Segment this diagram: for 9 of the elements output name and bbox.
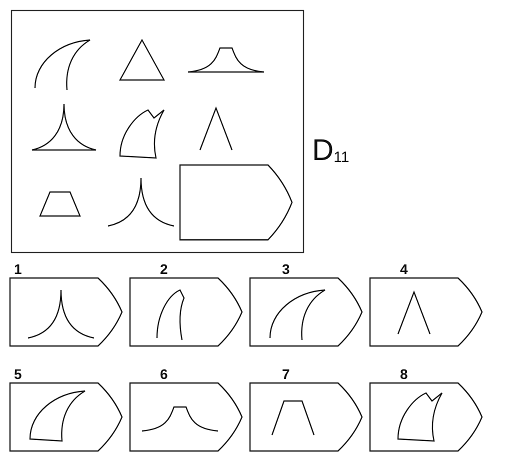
option-number: 1 xyxy=(14,262,22,276)
option-number: 7 xyxy=(282,367,290,381)
option-number: 3 xyxy=(282,262,290,276)
option-number: 2 xyxy=(160,262,168,276)
option-number: 4 xyxy=(400,262,408,276)
option-number: 5 xyxy=(14,367,22,381)
option-number: 6 xyxy=(160,367,168,381)
figure-label: D$_{11}$ xyxy=(312,136,350,166)
option-number: 8 xyxy=(400,367,408,381)
